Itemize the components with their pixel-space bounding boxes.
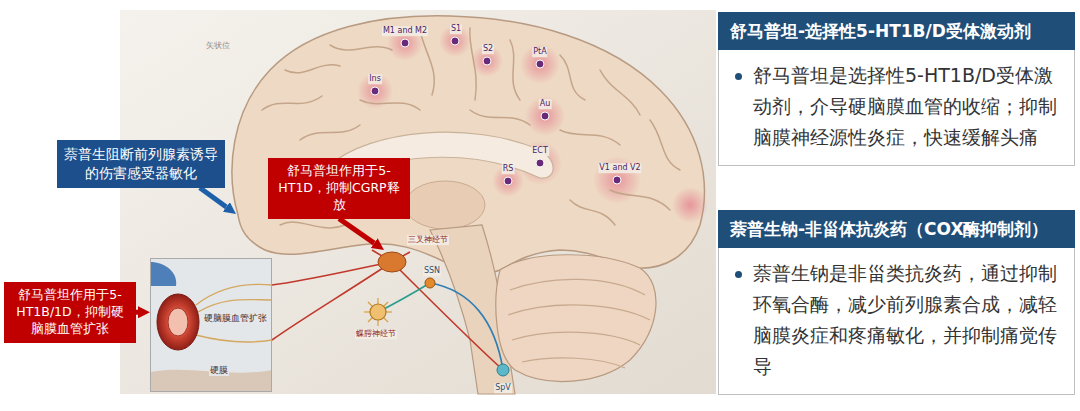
illustration-label: M1 and M2 [382,26,428,36]
gyrus-line [285,65,340,73]
cortex-dot [504,177,512,185]
cerebellum-folia [522,358,625,368]
connector-arrow [136,310,138,315]
nerve-pathway [430,283,503,370]
callout-text: 舒马普坦作用于5-HT1B/1D，抑制硬脑膜血管扩张 [11,287,129,338]
panel-body-text: 舒马普坦是选择性5-HT1B/D受体激动剂，介导硬脑膜血管的收缩；抑制脑膜神经源… [753,60,1058,153]
inset-box: 硬脑膜血管扩张硬膜 [150,258,272,392]
cortex-dot [536,159,544,167]
bullet-dot [735,73,742,80]
inset-nerve-fiber [198,300,272,312]
panel-body-text: 萘普生钠是非甾类抗炎药，通过抑制环氧合酶，减少前列腺素合成，减轻脑膜炎症和疼痛敏… [753,258,1058,382]
sphenopalatine-ganglion [368,302,388,322]
inset-nerve-fiber [196,284,272,305]
cortex-dot [541,112,549,120]
dilated-vessel [157,294,199,350]
illustration-label: 三叉神经节 [407,235,449,245]
cerebellum-folia [512,332,640,345]
gyrus-line [280,222,345,228]
gyrus-line [560,55,585,100]
info-panel: 萘普生钠-非甾体抗炎药（COX酶抑制剂） 萘普生钠是非甾类抗炎药，通过抑制环氧合酶… [718,210,1075,395]
cortex-dot [483,57,491,65]
illustration-ground [120,10,716,394]
nerve-pathway [392,262,503,370]
gyrus-line [360,100,420,110]
activation-halo [672,187,708,223]
illustration-label: Au [539,99,552,109]
illustration-label: S1 [450,24,462,34]
vessel-lumen [168,308,188,336]
cortex-dot [536,60,544,68]
gyrus-line [600,70,640,115]
cerebellum-folia [510,279,645,295]
bullet-dot [735,271,742,278]
cerebellum-folia [508,279,650,368]
panel-heading: 舒马普坦-选择性5-HT1B/D受体激动剂 [718,12,1075,50]
gyrus-line [510,40,520,100]
gyrus-line [300,125,360,140]
spv-nucleus [497,364,509,376]
nerve-pathway [272,250,503,370]
sphenopalatine-ganglion [368,302,388,322]
sphenopalatine-ganglion [364,298,392,326]
ssn-nucleus [425,278,435,288]
illustration-label: 蝶腭神经节 [355,329,397,339]
thalamus [405,181,485,229]
illustration-label: RS [502,164,515,174]
gyrus-line [610,190,670,210]
illustration-label: SSN [423,266,441,276]
callout-box: 萘普生阻断前列腺素诱导的伤害感受器敏化 [57,140,225,188]
callout-text: 萘普生阻断前列腺素诱导的伤害感受器敏化 [64,145,218,183]
gyrus-line [420,30,434,95]
gyrus-line [560,130,620,145]
callout-box: 舒马普坦作用于5-HT1B/1D，抑制硬脑膜血管扩张 [4,282,136,343]
cerebellum [496,255,656,382]
activation-halo [520,44,560,84]
nerve-pathway [378,283,430,312]
illustration-label: S2 [482,44,494,54]
cortex-dot [371,87,379,95]
panel-body-box: 萘普生钠是非甾类抗炎药，通过抑制环氧合酶，减少前列腺素合成，减轻脑膜炎症和疼痛敏… [718,248,1075,395]
callout-text: 舒马普坦作用于5-HT1D，抑制CGRP释放 [275,163,403,214]
panel-body-box: 舒马普坦是选择性5-HT1B/D受体激动剂，介导硬脑膜血管的收缩；抑制脑膜神经源… [718,50,1075,166]
leader-arrow [339,219,374,244]
illustration-label: Ins [368,74,382,84]
trigeminal-ganglion [378,252,406,272]
activation-halo [593,156,641,204]
activation-halo [525,96,565,136]
illustration-label: ECT [531,146,549,156]
leader-arrow [200,188,226,207]
illustration-label: 矢状位 [205,41,231,51]
inset-ground [150,258,272,392]
info-panel: 舒马普坦-选择性5-HT1B/D受体激动剂舒马普坦是选择性5-HT1B/D受体激… [718,12,1075,166]
gyrus-line [650,120,680,170]
inset-label: 硬脑膜血管扩张 [203,313,268,324]
gyrus-line [470,110,530,125]
activation-halo [439,25,471,57]
gyrus-line [470,28,476,100]
cortex-dot [451,37,459,45]
gyrus-line [570,200,615,225]
callout-box: 舒马普坦作用于5-HT1D，抑制CGRP释放 [268,158,410,219]
sphenopalatine-ganglion [370,304,386,320]
cerebellum-folia [508,305,650,320]
inset-nerve-fiber [196,284,272,342]
inset-nerve-fiber [196,335,272,342]
illustration-label: V1 and V2 [598,163,641,173]
illustration-label: PtA [532,47,547,57]
gyrus-line [330,45,392,50]
cortex-dot [613,176,621,184]
gyrus-line [262,96,322,110]
inset-label: 硬膜 [209,365,229,376]
illustration-label: SpV [494,383,512,393]
inset-vein [150,262,176,286]
cortex-dot [401,39,409,47]
panel-heading: 萘普生钠-非甾体抗炎药（COX酶抑制剂） [718,210,1075,248]
